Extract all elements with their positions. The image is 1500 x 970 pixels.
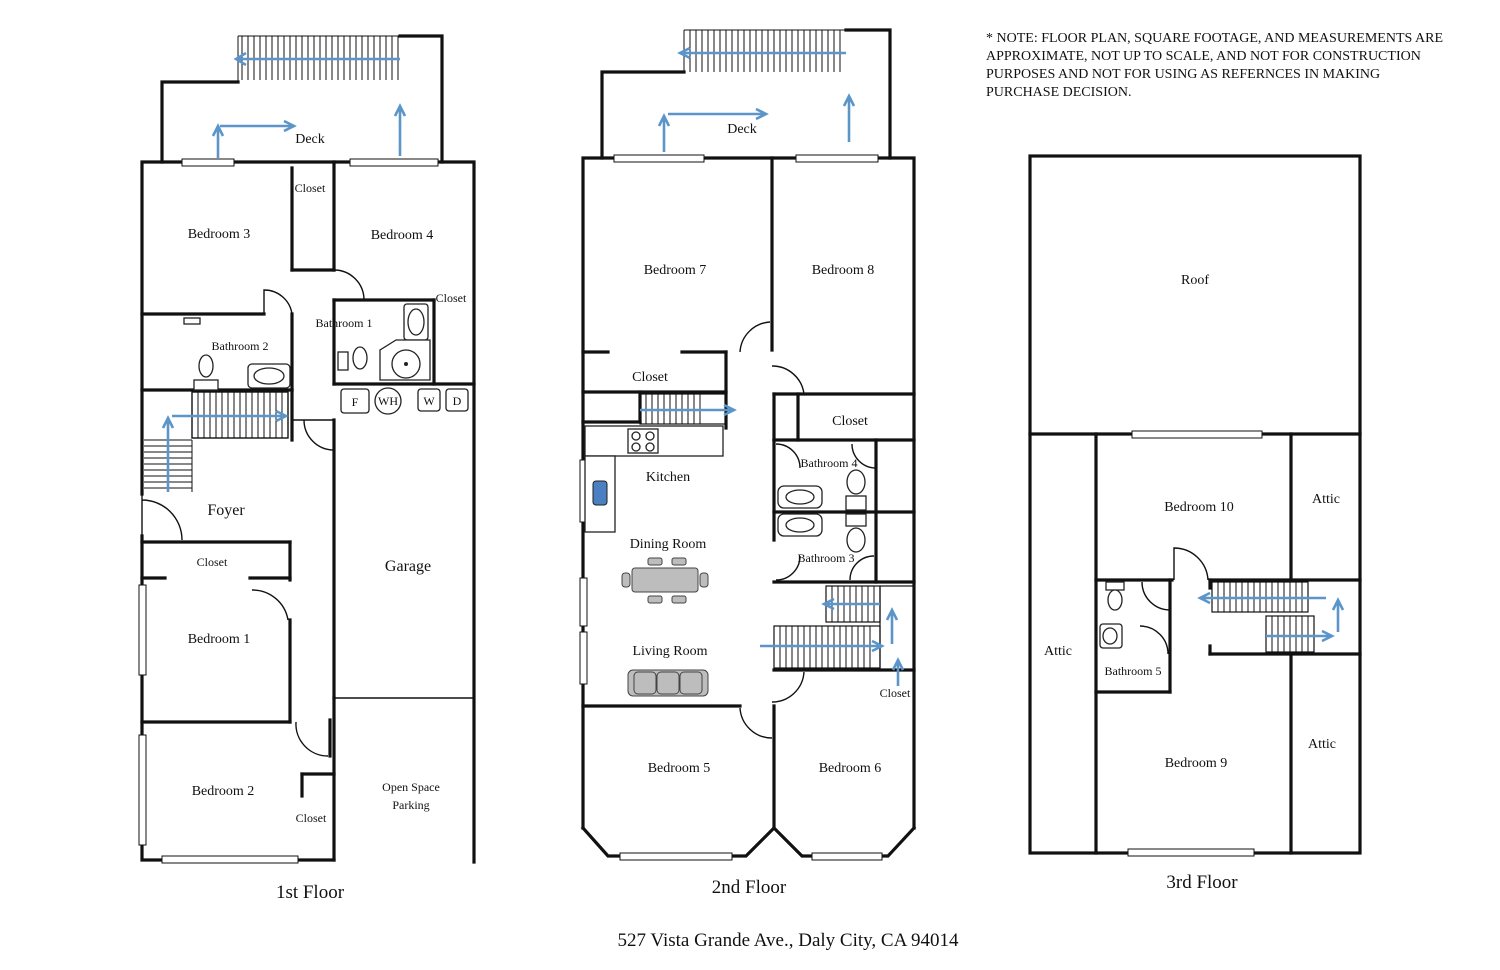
room-label: Bedroom 5 (648, 761, 711, 776)
second-floor-deck: Deck (600, 28, 892, 160)
room-label: Bedroom 9 (1165, 756, 1228, 771)
appliance-label: W (423, 394, 435, 408)
window (1127, 848, 1255, 857)
attic-stair (1211, 581, 1315, 653)
appliance-label: WH (378, 394, 398, 408)
window (579, 577, 588, 627)
room-label: Closet (880, 686, 911, 700)
room-label: Bathroom 1 (316, 316, 373, 330)
first-floor-deck: Deck (160, 34, 444, 164)
window (613, 154, 705, 163)
room-label: Bathroom 4 (801, 456, 858, 470)
bathroom-fixtures-3f (1099, 581, 1125, 649)
room-label: Bedroom 10 (1164, 500, 1234, 515)
room-label: Foyer (207, 502, 245, 519)
room-label: Bedroom 3 (188, 227, 251, 242)
room-label: Attic (1308, 737, 1336, 752)
first-deck-label: Deck (295, 132, 325, 147)
window (161, 855, 299, 864)
bathroom-fixtures-2f (777, 469, 867, 553)
room-label: Open Space (382, 780, 440, 794)
disclaimer-note: * NOTE: FLOOR PLAN, SQUARE FOOTAGE, AND … (986, 31, 1444, 100)
window (795, 154, 879, 163)
room-label: Parking (392, 798, 429, 812)
room-label: Closet (436, 291, 467, 305)
floor-caption: 2nd Floor (712, 877, 787, 898)
room-label: Garage (385, 558, 431, 575)
room-label: Dining Room (630, 537, 707, 552)
deck-stair-2f (683, 29, 846, 72)
appliance-label: F (352, 395, 359, 409)
room-label: Closet (832, 414, 868, 429)
room-label: Closet (295, 181, 326, 195)
room-label: Closet (197, 555, 228, 569)
bathroom-fixtures-1f (183, 303, 431, 391)
first-floor-plan: Deck (138, 34, 476, 903)
window (579, 631, 588, 685)
laundry-appliances: F WH W D (340, 387, 469, 415)
window (138, 734, 147, 846)
property-address: 527 Vista Grande Ave., Daly City, CA 940… (617, 930, 959, 951)
appliance-label: D (453, 394, 462, 408)
room-label: Bedroom 1 (188, 632, 251, 647)
window (181, 158, 235, 167)
window (349, 158, 439, 167)
room-label: Roof (1181, 273, 1209, 288)
second-floor-plan: Deck (579, 28, 917, 898)
room-label: Attic (1044, 644, 1072, 659)
foyer-stair (144, 391, 289, 492)
room-label: Closet (296, 811, 327, 825)
room-label: Bedroom 8 (812, 263, 875, 278)
room-label: Closet (632, 370, 668, 385)
room-label: Bedroom 6 (819, 761, 882, 776)
window (619, 852, 733, 861)
sofa (627, 669, 709, 697)
room-label: Bathroom 2 (212, 339, 269, 353)
kitchen-fixtures (584, 425, 724, 533)
second-deck-label: Deck (727, 122, 757, 137)
floor-caption: 3rd Floor (1166, 872, 1238, 893)
third-floor-plan: Roof Bedroom 10 Attic Attic Bathroom 5 B… (1028, 154, 1362, 893)
window (138, 584, 147, 676)
room-label: Bedroom 7 (644, 263, 707, 278)
room-label: Bedroom 2 (192, 784, 255, 799)
room-label: Kitchen (646, 470, 690, 485)
room-label: Bathroom 3 (798, 551, 855, 565)
room-label: Attic (1312, 492, 1340, 507)
room-label: Bathroom 5 (1105, 664, 1162, 678)
window (1131, 430, 1263, 439)
floor-caption: 1st Floor (276, 882, 345, 903)
room-label: Living Room (632, 644, 707, 659)
dining-table (621, 557, 709, 604)
room-label: Bedroom 4 (371, 228, 434, 243)
window (811, 852, 883, 861)
